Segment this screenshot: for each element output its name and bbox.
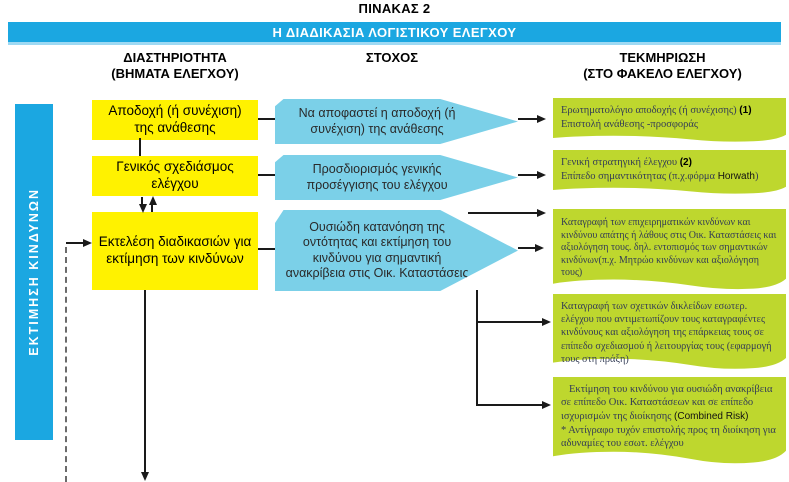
phase-bar-label: ΕΚΤΙΜΗΣΗ ΚΙΝΔΥΝΩΝ <box>27 188 41 356</box>
diagram-header-title: Η ΔΙΑΔΙΚΑΣΙΑ ΛΟΓΙΣΤΙΚΟΥ ΕΛΕΓΧΟΥ <box>272 24 517 40</box>
doc-box-risk-register: Καταγραφή των επιχειρηματικών κινδύνων κ… <box>553 209 786 292</box>
arrow-right-icon <box>83 239 92 247</box>
connector-activity3-up <box>151 203 153 212</box>
diagram-header-bar: Η ΔΙΑΔΙΚΑΣΙΑ ΛΟΓΙΣΤΙΚΟΥ ΕΛΕΓΧΟΥ <box>8 22 781 45</box>
arrow-right-icon <box>542 318 551 326</box>
arrow-right-icon <box>537 171 546 179</box>
connector-activity1-goal1 <box>258 118 275 120</box>
activity-box-acceptance: Αποδοχή (ή συνέχιση) της ανάθεσης <box>92 100 258 140</box>
goal-arrow-understanding: Ουσιώδη κατανόηση της οντότητας και εκτί… <box>275 210 518 291</box>
column-header-goal: ΣΤΟΧΟΣ <box>365 50 419 65</box>
goal-arrow-approach: Προσδιορισμός γενικής προσέγγισης του ελ… <box>275 155 518 200</box>
connector-goal2-doc2 <box>518 174 538 176</box>
reference-1: (1) <box>739 105 752 116</box>
activity-box-risk-procedures: Εκτελέση διαδικασιών για εκτίμηση των κι… <box>92 212 258 290</box>
connector-goal3-doc3-tip <box>518 247 536 249</box>
connector-activity2-down <box>141 197 143 206</box>
connector-branch-doc4 <box>476 321 543 323</box>
connector-goal3-doc3-top <box>468 212 538 214</box>
document-shape-icon <box>553 150 786 194</box>
connector-activity3-next-phase <box>144 290 146 473</box>
connector-activity3-goal3 <box>258 248 275 250</box>
connector-branch-doc5 <box>476 404 543 406</box>
page-title: ΠΙΝΑΚΑΣ 2 <box>358 1 431 16</box>
goal-arrow-acceptance: Να αποφαστεί η αποδοχή (ή συνέχιση) της … <box>275 99 518 144</box>
horwath-label: Horwath <box>717 170 755 182</box>
combined-risk-label: (Combined Risk) <box>674 410 749 422</box>
connector-feedback-dashed <box>65 247 67 482</box>
arrow-up-icon <box>149 196 157 205</box>
connector-goal3-branch-vertical <box>476 290 478 406</box>
arrow-right-icon <box>537 115 546 123</box>
arrow-right-icon <box>542 401 551 409</box>
column-header-activity: ΔΙΑΣΤΗΡΙΟΤΗΤΑ (ΒΗΜΑΤΑ ΕΛΕΓΧΟΥ) <box>111 50 239 81</box>
column-header-documentation: ΤΕΚΜΗΡΙΩΣΗ (ΣΤΟ ΦΑΚΕΛΟ ΕΛΕΓΧΟΥ) <box>583 50 742 81</box>
phase-bar-risk-assessment: ΕΚΤΙΜΗΣΗ ΚΙΝΔΥΝΩΝ <box>15 104 53 440</box>
arrow-down-icon <box>139 204 147 213</box>
doc-box-acceptance-questionnaire: Ερωτηματολόγιο αποδοχής (ή συνέχισης) (1… <box>553 98 786 144</box>
arrow-right-icon <box>535 244 544 252</box>
connector-activity2-goal2 <box>258 174 275 176</box>
document-shape-icon <box>553 209 786 290</box>
connector-feedback-into-activity3 <box>66 242 84 244</box>
doc-box-combined-risk: Εκτίμηση του κινδύνου για ουσιώδη ανακρί… <box>553 377 786 467</box>
arrow-down-icon <box>141 472 149 481</box>
arrow-right-icon <box>537 209 546 217</box>
document-shape-icon <box>553 294 786 369</box>
document-shape-icon <box>553 98 786 142</box>
connector-goal1-doc1 <box>518 118 538 120</box>
doc-box-audit-strategy: Γενική στρατηγική έλεγχου (2) Επίπεδο ση… <box>553 150 786 196</box>
doc-box-internal-controls: Καταγραφή των σχετικών δικλείδων εσωτερ.… <box>553 294 786 372</box>
activity-box-general-planning: Γενικός σχεδιάσμος ελέγχου <box>92 156 258 196</box>
document-shape-icon <box>553 377 786 464</box>
reference-2: (2) <box>679 157 692 168</box>
connector-activity1-activity2 <box>139 138 141 156</box>
